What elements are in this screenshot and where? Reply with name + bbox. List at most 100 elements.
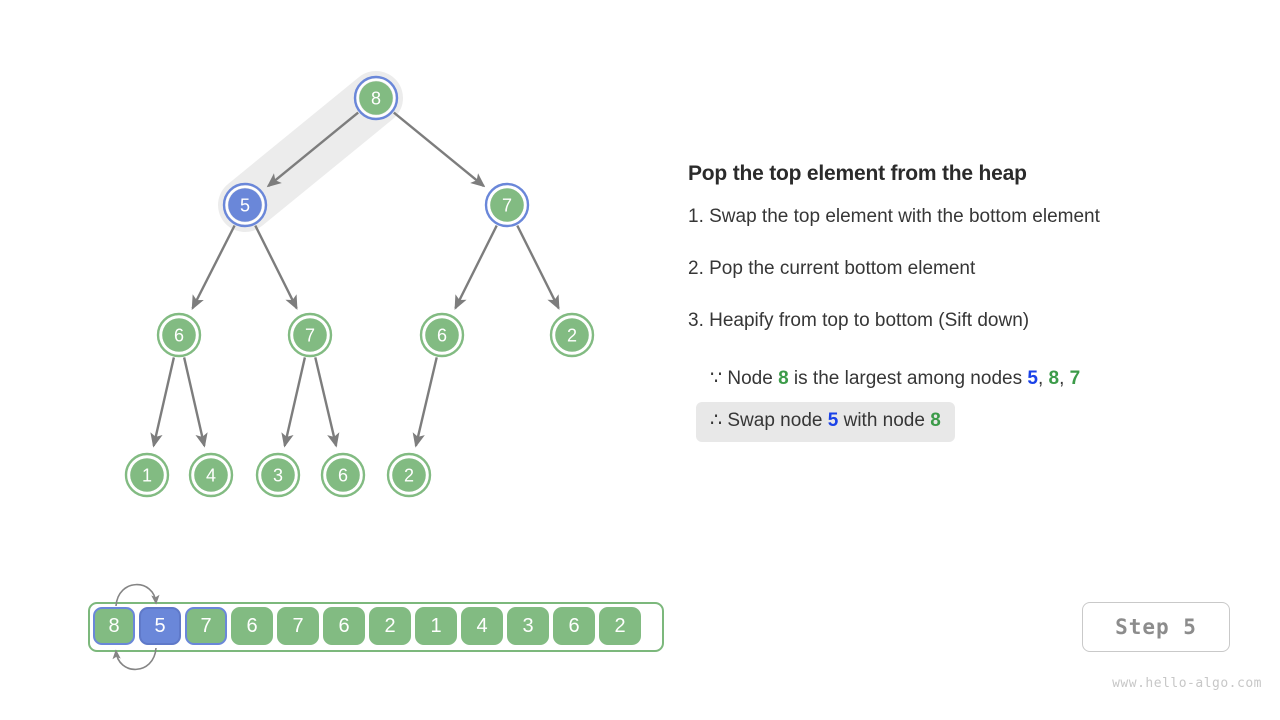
reason-sep-c: , bbox=[1059, 368, 1070, 389]
step-badge: Step 5 bbox=[1082, 602, 1230, 652]
node-circle bbox=[194, 458, 228, 492]
node-circle bbox=[293, 318, 327, 352]
node-circle bbox=[228, 188, 262, 222]
node-outer-ring bbox=[255, 452, 301, 498]
array-cell: 3 bbox=[507, 607, 549, 645]
node-value-label: 4 bbox=[206, 466, 216, 486]
node-value-label: 6 bbox=[174, 326, 184, 346]
because-symbol: ∵ bbox=[710, 368, 723, 389]
tree-edge bbox=[516, 225, 560, 310]
array-cell: 7 bbox=[185, 607, 227, 645]
array-cell: 6 bbox=[553, 607, 595, 645]
node-circle bbox=[130, 458, 164, 492]
tree-edge bbox=[314, 357, 340, 448]
step-item-3: 3. Heapify from top to bottom (Sift down… bbox=[688, 310, 1030, 331]
node-circle bbox=[326, 458, 360, 492]
tree-node: 4 bbox=[188, 452, 234, 498]
node-value-label: 2 bbox=[404, 466, 414, 486]
node-outer-ring bbox=[156, 312, 202, 358]
node-value-label: 6 bbox=[338, 466, 348, 486]
reason-sep-b: , bbox=[1037, 368, 1049, 389]
node-value-label: 7 bbox=[502, 196, 512, 216]
tree-node: 2 bbox=[386, 452, 432, 498]
node-value-label: 3 bbox=[273, 466, 283, 486]
node-outer-ring bbox=[287, 312, 333, 358]
array-cell: 7 bbox=[277, 607, 319, 645]
node-inner-gap-ring bbox=[487, 185, 527, 225]
node-value-label: 8 bbox=[371, 89, 381, 109]
node-inner-gap-ring bbox=[356, 78, 396, 118]
array-cell: 6 bbox=[231, 607, 273, 645]
node-inner-gap-ring bbox=[191, 455, 231, 495]
node-outer-ring bbox=[484, 182, 530, 228]
reason-value-d: 7 bbox=[1069, 368, 1081, 389]
node-outer-ring bbox=[188, 452, 234, 498]
tree-node: 6 bbox=[156, 312, 202, 358]
node-circle bbox=[490, 188, 524, 222]
page-title: Pop the top element from the heap bbox=[688, 162, 1027, 185]
node-outer-ring bbox=[549, 312, 595, 358]
tree-nodes: 8 5 7 6 7 6 2 1 4 3 6 2 bbox=[124, 75, 595, 498]
reason-text-a: Node bbox=[727, 368, 779, 389]
step-item-1: 1. Swap the top element with the bottom … bbox=[688, 206, 1100, 227]
tree-node: 7 bbox=[484, 182, 530, 228]
array-cell: 8 bbox=[93, 607, 135, 645]
tree-edge bbox=[191, 224, 236, 310]
node-value-label: 6 bbox=[437, 326, 447, 346]
conclusion-value-a: 5 bbox=[827, 410, 839, 431]
array-cell: 2 bbox=[369, 607, 411, 645]
tree-edge bbox=[412, 357, 438, 448]
tree-node: 3 bbox=[255, 452, 301, 498]
node-outer-ring bbox=[353, 75, 399, 121]
node-circle bbox=[425, 318, 459, 352]
node-inner-gap-ring bbox=[389, 455, 429, 495]
node-value-label: 7 bbox=[305, 326, 315, 346]
watermark-text: www.hello-algo.com bbox=[1112, 676, 1262, 691]
tree-edge bbox=[150, 357, 176, 448]
reason-because-line: ∵ Node 8 is the largest among nodes 5, 8… bbox=[696, 360, 1094, 400]
conclusion-text-a: Swap node bbox=[727, 410, 828, 431]
node-value-label: 1 bbox=[142, 466, 152, 486]
node-inner-gap-ring bbox=[323, 455, 363, 495]
node-circle bbox=[359, 81, 393, 115]
node-circle bbox=[261, 458, 295, 492]
node-inner-gap-ring bbox=[552, 315, 592, 355]
tree-edges bbox=[150, 111, 560, 448]
reason-text-b: is the largest among nodes bbox=[788, 368, 1028, 389]
array-cell: 6 bbox=[323, 607, 365, 645]
node-inner-gap-ring bbox=[422, 315, 462, 355]
explanation-panel: Pop the top element from the heap 1. Swa… bbox=[688, 160, 1248, 444]
node-value-label: 5 bbox=[240, 196, 250, 216]
reason-value-a: 8 bbox=[778, 368, 789, 389]
tree-node: 6 bbox=[320, 452, 366, 498]
conclusion-text-b: with node bbox=[838, 410, 931, 431]
node-inner-gap-ring bbox=[225, 185, 265, 225]
tree-node: 8 bbox=[353, 75, 399, 121]
node-outer-ring bbox=[419, 312, 465, 358]
therefore-symbol: ∴ bbox=[710, 410, 723, 431]
node-outer-ring bbox=[124, 452, 170, 498]
tree-node: 1 bbox=[124, 452, 170, 498]
node-inner-gap-ring bbox=[127, 455, 167, 495]
tree-edge bbox=[182, 357, 208, 448]
tree-edge bbox=[281, 357, 307, 448]
tree-node: 7 bbox=[287, 312, 333, 358]
heap-tree-diagram: 8 5 7 6 7 6 2 1 4 3 6 2 bbox=[124, 71, 595, 498]
conclusion-swap-line: ∴ Swap node 5 with node 8 bbox=[696, 402, 955, 442]
tree-edge bbox=[393, 111, 486, 188]
node-outer-ring bbox=[320, 452, 366, 498]
node-value-label: 2 bbox=[567, 326, 577, 346]
array-cell: 5 bbox=[139, 607, 181, 645]
step-item-2: 2. Pop the current bottom element bbox=[688, 258, 976, 279]
tree-node: 2 bbox=[549, 312, 595, 358]
tree-edge bbox=[266, 111, 359, 188]
node-circle bbox=[555, 318, 589, 352]
tree-edge bbox=[254, 225, 298, 310]
tree-node: 6 bbox=[419, 312, 465, 358]
node-inner-gap-ring bbox=[159, 315, 199, 355]
tree-edge bbox=[454, 225, 498, 310]
node-outer-ring bbox=[386, 452, 432, 498]
node-inner-gap-ring bbox=[290, 315, 330, 355]
